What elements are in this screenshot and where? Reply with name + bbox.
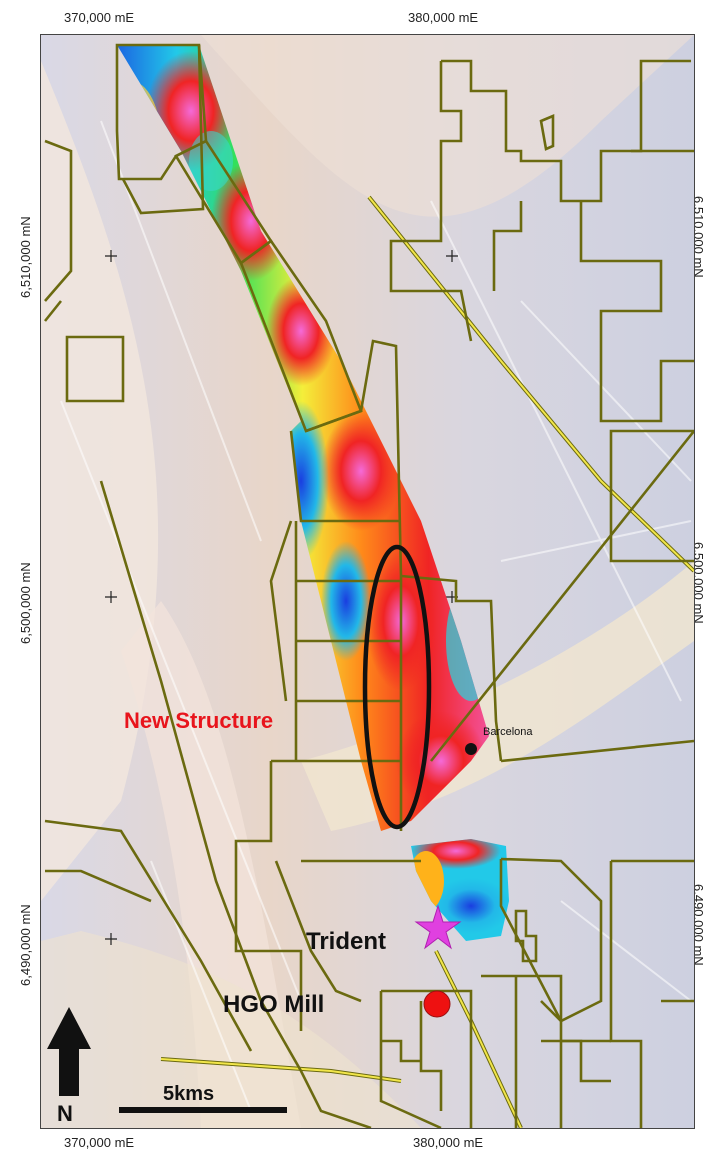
- new-structure-label: New Structure: [124, 708, 273, 733]
- plus-icon: [105, 250, 117, 262]
- barcelona-label: Barcelona: [483, 726, 533, 738]
- circle-icon: [423, 990, 451, 1018]
- new-structure-outline: [362, 544, 432, 830]
- plus-icon: [446, 250, 458, 262]
- coord-bottom-right: 380,000 mE: [413, 1135, 484, 1150]
- dot-icon: [465, 743, 477, 755]
- coord-left-bot: 6,490,000 mN: [18, 904, 33, 986]
- arrow-up-icon: [47, 1007, 91, 1096]
- scale-bar: [119, 1107, 287, 1113]
- north-label: N: [57, 1101, 73, 1126]
- hgo-mill-label: HGO Mill: [223, 991, 324, 1018]
- map-canvas: Barcelona New Structure Trident HGO Mill…: [40, 34, 695, 1129]
- coord-top-left: 370,000 mE: [64, 10, 135, 25]
- plus-icon: [105, 591, 117, 603]
- tenement-boundaries: [43, 43, 694, 1128]
- plus-icon: [105, 933, 117, 945]
- star-icon: [414, 904, 462, 950]
- scale-label: 5kms: [163, 1083, 214, 1105]
- coord-bottom-left: 370,000 mE: [64, 1135, 135, 1150]
- coord-top-right: 380,000 mE: [408, 10, 479, 25]
- coord-left-mid: 6,500,000 mN: [18, 562, 33, 644]
- trident-label: Trident: [306, 928, 386, 955]
- coord-left-top: 6,510,000 mN: [18, 216, 33, 298]
